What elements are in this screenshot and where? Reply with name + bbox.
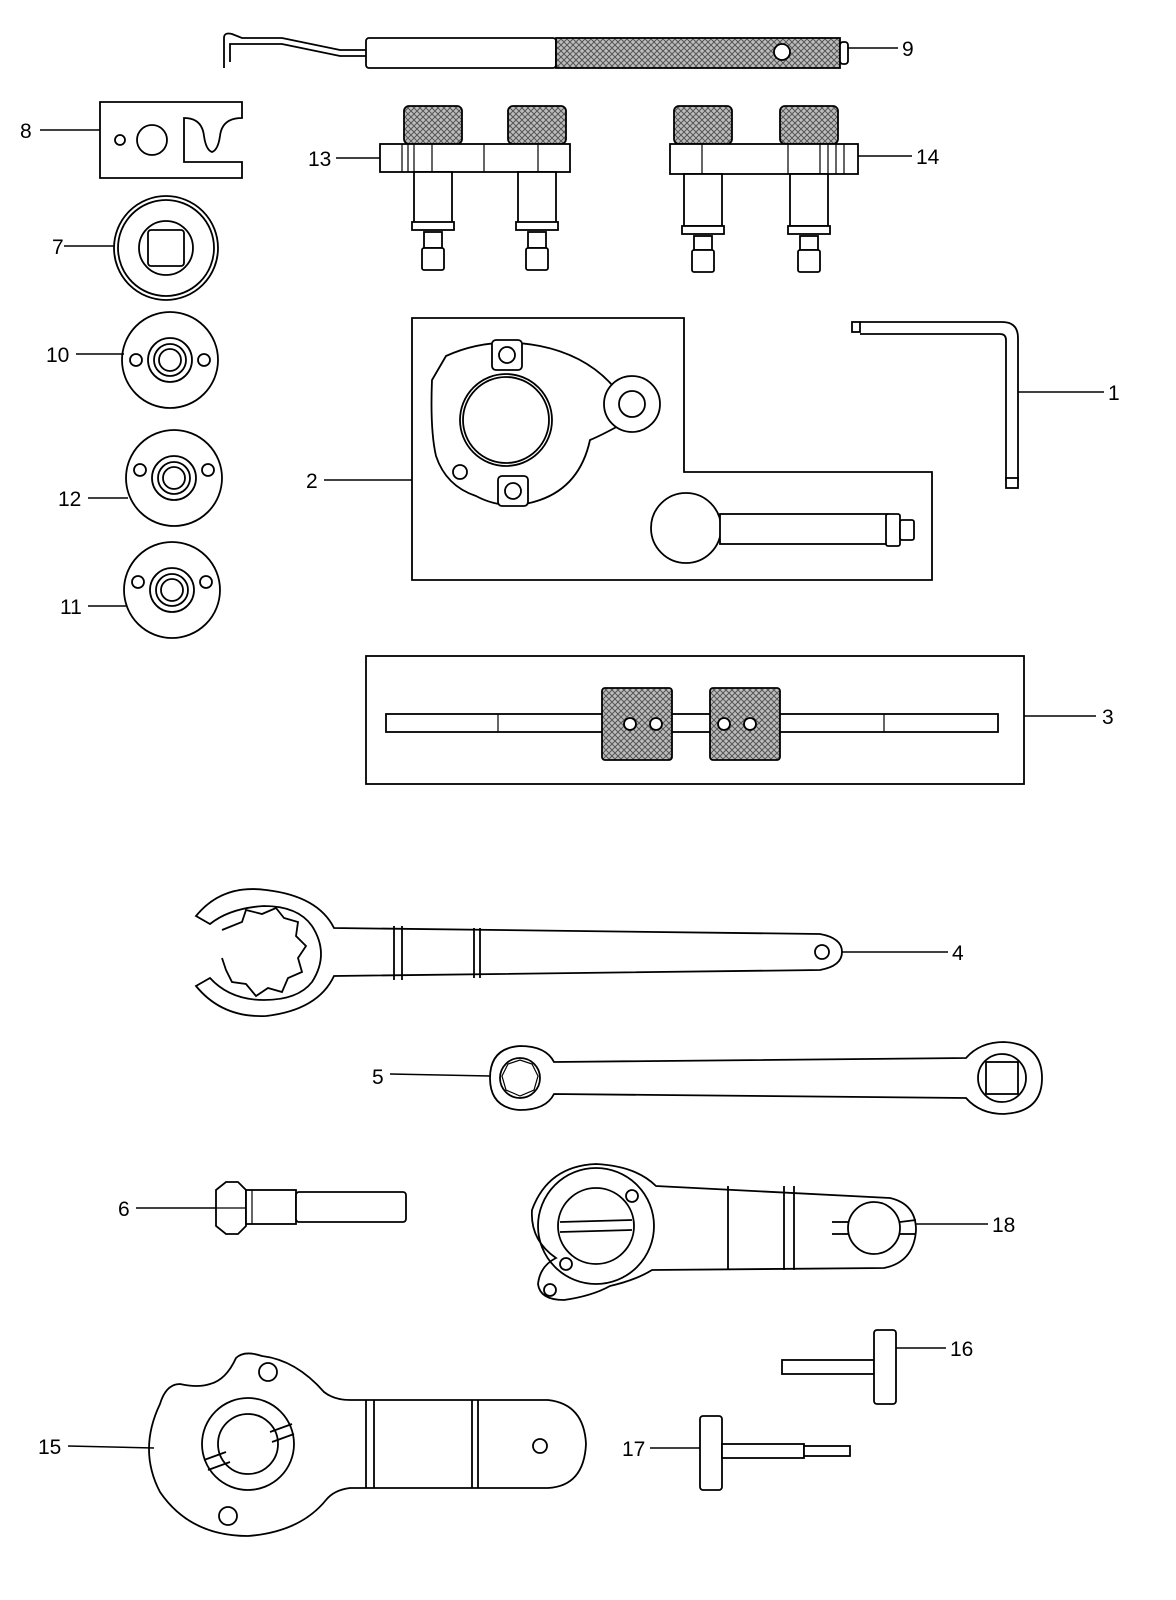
callout-3: 3 — [1102, 706, 1114, 729]
callout-2: 2 — [306, 470, 318, 493]
callout-11: 11 — [60, 596, 82, 619]
callout-4: 4 — [952, 942, 964, 965]
tool-1-hex-key: 1 — [851, 321, 1120, 489]
callout-16: 16 — [950, 1338, 973, 1361]
callout-14: 14 — [916, 146, 940, 169]
callout-1: 1 — [1108, 382, 1120, 405]
tool-4-ring-spanner: 4 — [194, 888, 964, 1017]
callout-5: 5 — [372, 1066, 384, 1089]
callout-10: 10 — [46, 344, 69, 367]
tool-14-pin-holder: 14 — [669, 105, 940, 273]
tool-9-pick: 9 — [223, 32, 914, 69]
tool-5-ring-wrench: 5 — [372, 1041, 1043, 1115]
tool-8-fork-plate: 8 — [20, 101, 243, 179]
callout-13: 13 — [308, 148, 331, 171]
leader-5 — [389, 1073, 491, 1077]
tool-15-flywheel-holder: 15 — [38, 1352, 587, 1537]
callout-15: 15 — [38, 1436, 61, 1459]
tool-7-square-drive-disc: 7 — [52, 195, 219, 301]
tool-18-holding-bracket: 18 — [531, 1163, 1015, 1301]
callout-12: 12 — [58, 488, 81, 511]
tool-16-t-pin: 16 — [781, 1329, 973, 1405]
callout-7: 7 — [52, 236, 64, 259]
callout-8: 8 — [20, 120, 32, 143]
tool-13-pin-holder: 13 — [308, 105, 571, 271]
callout-17: 17 — [622, 1438, 645, 1461]
callout-6: 6 — [118, 1198, 130, 1221]
tool-12-pin-disc: 12 — [58, 429, 223, 527]
tool-10-pin-disc: 10 — [46, 311, 219, 409]
callout-9: 9 — [902, 38, 914, 61]
tool-2-holder-set: 2 — [306, 317, 933, 581]
tool-3-gauge-bar: 3 — [365, 655, 1114, 785]
callout-18: 18 — [992, 1214, 1015, 1237]
tool-6-threaded-pin: 6 — [118, 1181, 407, 1235]
tool-17-t-pin: 17 — [622, 1415, 851, 1491]
leader-15 — [67, 1445, 155, 1449]
tool-11-pin-disc: 11 — [60, 541, 221, 639]
